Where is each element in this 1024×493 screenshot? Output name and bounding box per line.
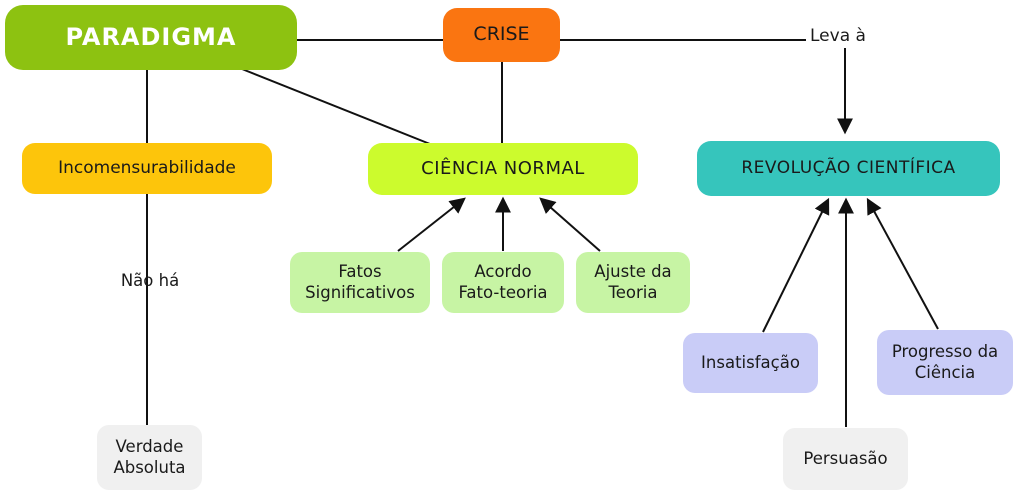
- edge-label-leva-a: Leva à: [810, 26, 866, 46]
- edge-ajuste-ciencia-arrow: [539, 197, 601, 252]
- node-revolucao-cientifica-label: REVOLUÇÃO CIENTÍFICA: [741, 158, 956, 179]
- node-progresso-da-ciencia-label: Progresso da Ciência: [891, 342, 999, 382]
- node-crise[interactable]: CRISE: [443, 8, 560, 62]
- node-ciencia-normal[interactable]: CIÊNCIA NORMAL: [368, 143, 638, 195]
- node-acordo-fato-teoria[interactable]: Acordo Fato-teoria: [442, 252, 564, 313]
- node-persuasao-label: Persuasão: [803, 448, 888, 468]
- node-ajuste-da-teoria-label: Ajuste da Teoria: [594, 262, 672, 302]
- edge-label-nao-ha: Não há: [120, 271, 180, 290]
- node-paradigma[interactable]: PARADIGMA: [5, 5, 297, 70]
- edge-progresso-revolucao-arrow: [866, 197, 939, 330]
- edge-paradigma-ciencia-normal: [241, 68, 431, 145]
- node-paradigma-label: PARADIGMA: [65, 22, 237, 51]
- node-verdade-absoluta[interactable]: Verdade Absoluta: [97, 425, 202, 490]
- edge-fatos-ciencia-arrow: [397, 197, 466, 252]
- node-ciencia-normal-label: CIÊNCIA NORMAL: [421, 158, 585, 180]
- node-verdade-absoluta-label: Verdade Absoluta: [113, 437, 186, 477]
- node-incomensurabilidade-label: Incomensurabilidade: [58, 158, 236, 179]
- node-revolucao-cientifica[interactable]: REVOLUÇÃO CIENTÍFICA: [697, 141, 1000, 196]
- node-insatisfacao[interactable]: Insatisfação: [683, 333, 818, 393]
- node-insatisfacao-label: Insatisfação: [701, 352, 800, 372]
- node-acordo-fato-teoria-label: Acordo Fato-teoria: [458, 262, 548, 302]
- node-crise-label: CRISE: [473, 23, 530, 46]
- node-incomensurabilidade[interactable]: Incomensurabilidade: [22, 143, 272, 194]
- node-progresso-da-ciencia[interactable]: Progresso da Ciência: [877, 330, 1013, 395]
- node-persuasao[interactable]: Persuasão: [783, 428, 908, 490]
- node-fatos-significativos-label: Fatos Significativos: [305, 262, 415, 302]
- node-fatos-significativos[interactable]: Fatos Significativos: [290, 252, 430, 313]
- node-ajuste-da-teoria[interactable]: Ajuste da Teoria: [576, 252, 690, 313]
- edge-insatisfacao-revolucao-arrow: [762, 197, 830, 333]
